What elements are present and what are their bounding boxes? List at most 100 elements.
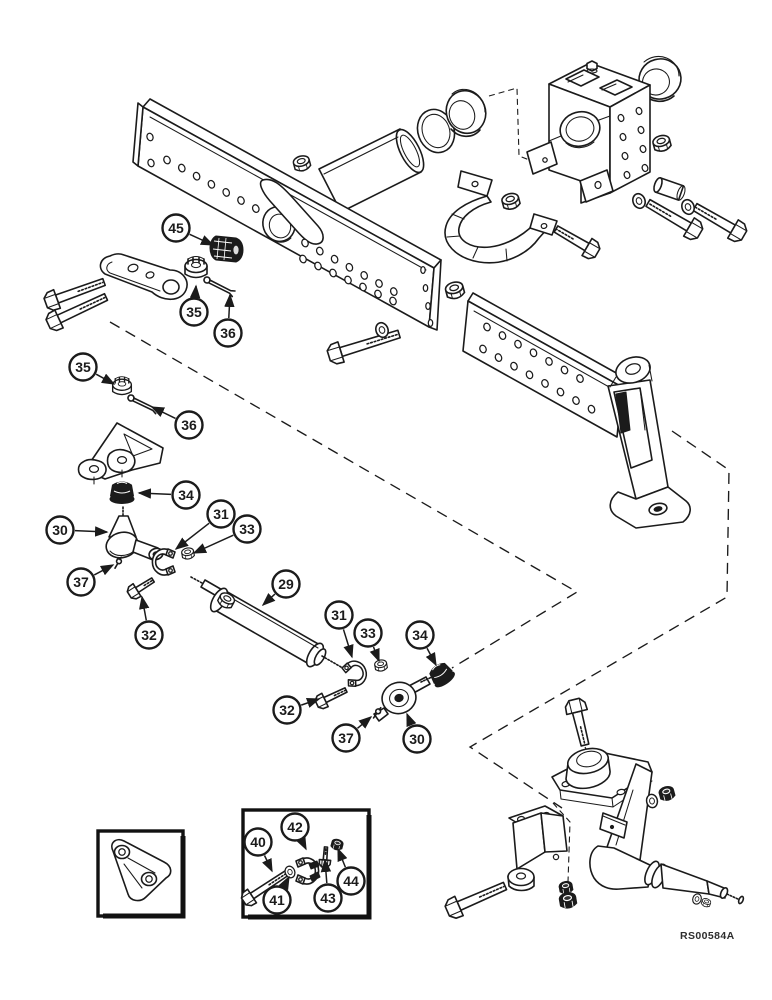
hex-bolt — [126, 577, 156, 600]
latch-hook — [259, 178, 324, 245]
pivot-bushing-front — [445, 88, 487, 138]
hex-nut — [292, 155, 312, 172]
callout-42: 42 — [280, 812, 310, 851]
inset-box-clamp-kit — [241, 808, 372, 920]
knuckle-mount-bracket — [507, 805, 568, 892]
svg-text:31: 31 — [213, 506, 229, 522]
svg-text:34: 34 — [178, 487, 194, 503]
hex-nut — [501, 192, 521, 210]
bolt-hole-row — [483, 322, 584, 384]
hex-nut — [374, 659, 388, 672]
callout-34: 34 — [137, 480, 201, 510]
callout-32: 32 — [134, 595, 164, 650]
callout-37: 37 — [66, 564, 115, 597]
bolt-hole-row — [301, 238, 398, 297]
svg-text:42: 42 — [287, 819, 303, 835]
hex-nut — [216, 592, 236, 609]
hex-bolt — [314, 687, 348, 710]
washer — [645, 793, 659, 809]
callout-45: 45 — [161, 213, 215, 246]
callout-33: 33 — [192, 514, 262, 554]
callout-37: 37 — [331, 716, 373, 753]
hex-bolt — [43, 277, 107, 311]
callout-30: 30 — [402, 712, 432, 754]
svg-text:29: 29 — [278, 576, 294, 592]
main-axle-beam — [132, 98, 442, 331]
grease-fitting — [372, 706, 382, 719]
hex-nut — [700, 898, 712, 908]
tube-clamp-half — [341, 660, 368, 687]
hex-nut — [444, 281, 466, 300]
svg-text:30: 30 — [52, 522, 68, 538]
svg-text:32: 32 — [279, 702, 295, 718]
svg-text:37: 37 — [73, 574, 89, 590]
figure-code: RS00584A — [680, 930, 735, 942]
tube-clamp-half — [151, 548, 176, 576]
hex-bolt — [564, 697, 590, 747]
steering-cylinder — [190, 576, 342, 668]
hex-nut — [558, 892, 578, 909]
callout-41: 41 — [262, 875, 292, 915]
hex-bolt — [326, 329, 401, 365]
svg-text:40: 40 — [250, 834, 266, 850]
callout-40: 40 — [243, 827, 273, 873]
hex-bolt — [645, 198, 704, 241]
rear-pivot-bracket — [526, 60, 651, 204]
svg-text:33: 33 — [239, 521, 255, 537]
svg-text:30: 30 — [409, 731, 425, 747]
callout-36: 36 — [213, 293, 243, 348]
hex-nut — [330, 838, 344, 851]
svg-text:36: 36 — [181, 417, 197, 433]
hex-bolt — [692, 202, 748, 243]
callout-34: 34 — [405, 620, 437, 667]
svg-text:44: 44 — [343, 873, 359, 889]
pivot-strap-clamp — [444, 170, 558, 264]
tie-rod-end-left — [105, 506, 164, 561]
hex-bolt — [444, 881, 508, 919]
bolt-hole-row — [479, 344, 596, 414]
callout-32: 32 — [272, 695, 321, 725]
callout-30: 30 — [45, 515, 109, 545]
inset-box-bracket — [96, 829, 186, 919]
spacer-tube — [653, 177, 686, 201]
seal-ring — [416, 108, 456, 154]
hex-bolt — [553, 225, 601, 260]
knurled-bushing — [209, 235, 244, 263]
hex-nut — [181, 547, 195, 560]
hardware-layer — [43, 134, 748, 919]
cotter-pin — [127, 394, 160, 415]
svg-text:41: 41 — [269, 892, 285, 908]
svg-text:37: 37 — [338, 730, 354, 746]
tie-rod-end-right — [373, 676, 433, 722]
callout-33: 33 — [353, 618, 383, 663]
callout-layer: 45 35 36 35 36 34 30 31 33 37 32 29 31 33 34 32 37 30 40 42… — [45, 213, 437, 915]
callout-43: 43 — [313, 858, 343, 913]
svg-text:36: 36 — [220, 325, 236, 341]
lock-nut — [109, 481, 135, 504]
svg-text:43: 43 — [320, 890, 336, 906]
clevis-steering-link — [99, 253, 188, 301]
svg-text:31: 31 — [331, 607, 347, 623]
washer — [632, 192, 646, 210]
svg-text:35: 35 — [75, 359, 91, 375]
svg-text:32: 32 — [141, 627, 157, 643]
callout-35: 35 — [179, 284, 209, 327]
hex-nut — [558, 880, 574, 895]
steering-arm-fork — [607, 356, 691, 529]
svg-text:35: 35 — [186, 304, 202, 320]
callout-29: 29 — [261, 569, 301, 607]
bolt-hole-row — [163, 155, 260, 214]
castle-nut — [111, 376, 133, 396]
steering-arm-bracket — [77, 422, 164, 485]
washer — [284, 865, 296, 879]
tube-clamp-half — [295, 857, 321, 885]
steering-knuckle — [551, 747, 745, 905]
lock-nut — [429, 662, 455, 688]
callout-36: 36 — [150, 406, 204, 440]
callout-31: 31 — [174, 499, 236, 550]
castle-nut — [184, 255, 208, 279]
callout-44: 44 — [336, 847, 366, 896]
hex-bolt — [45, 292, 109, 332]
